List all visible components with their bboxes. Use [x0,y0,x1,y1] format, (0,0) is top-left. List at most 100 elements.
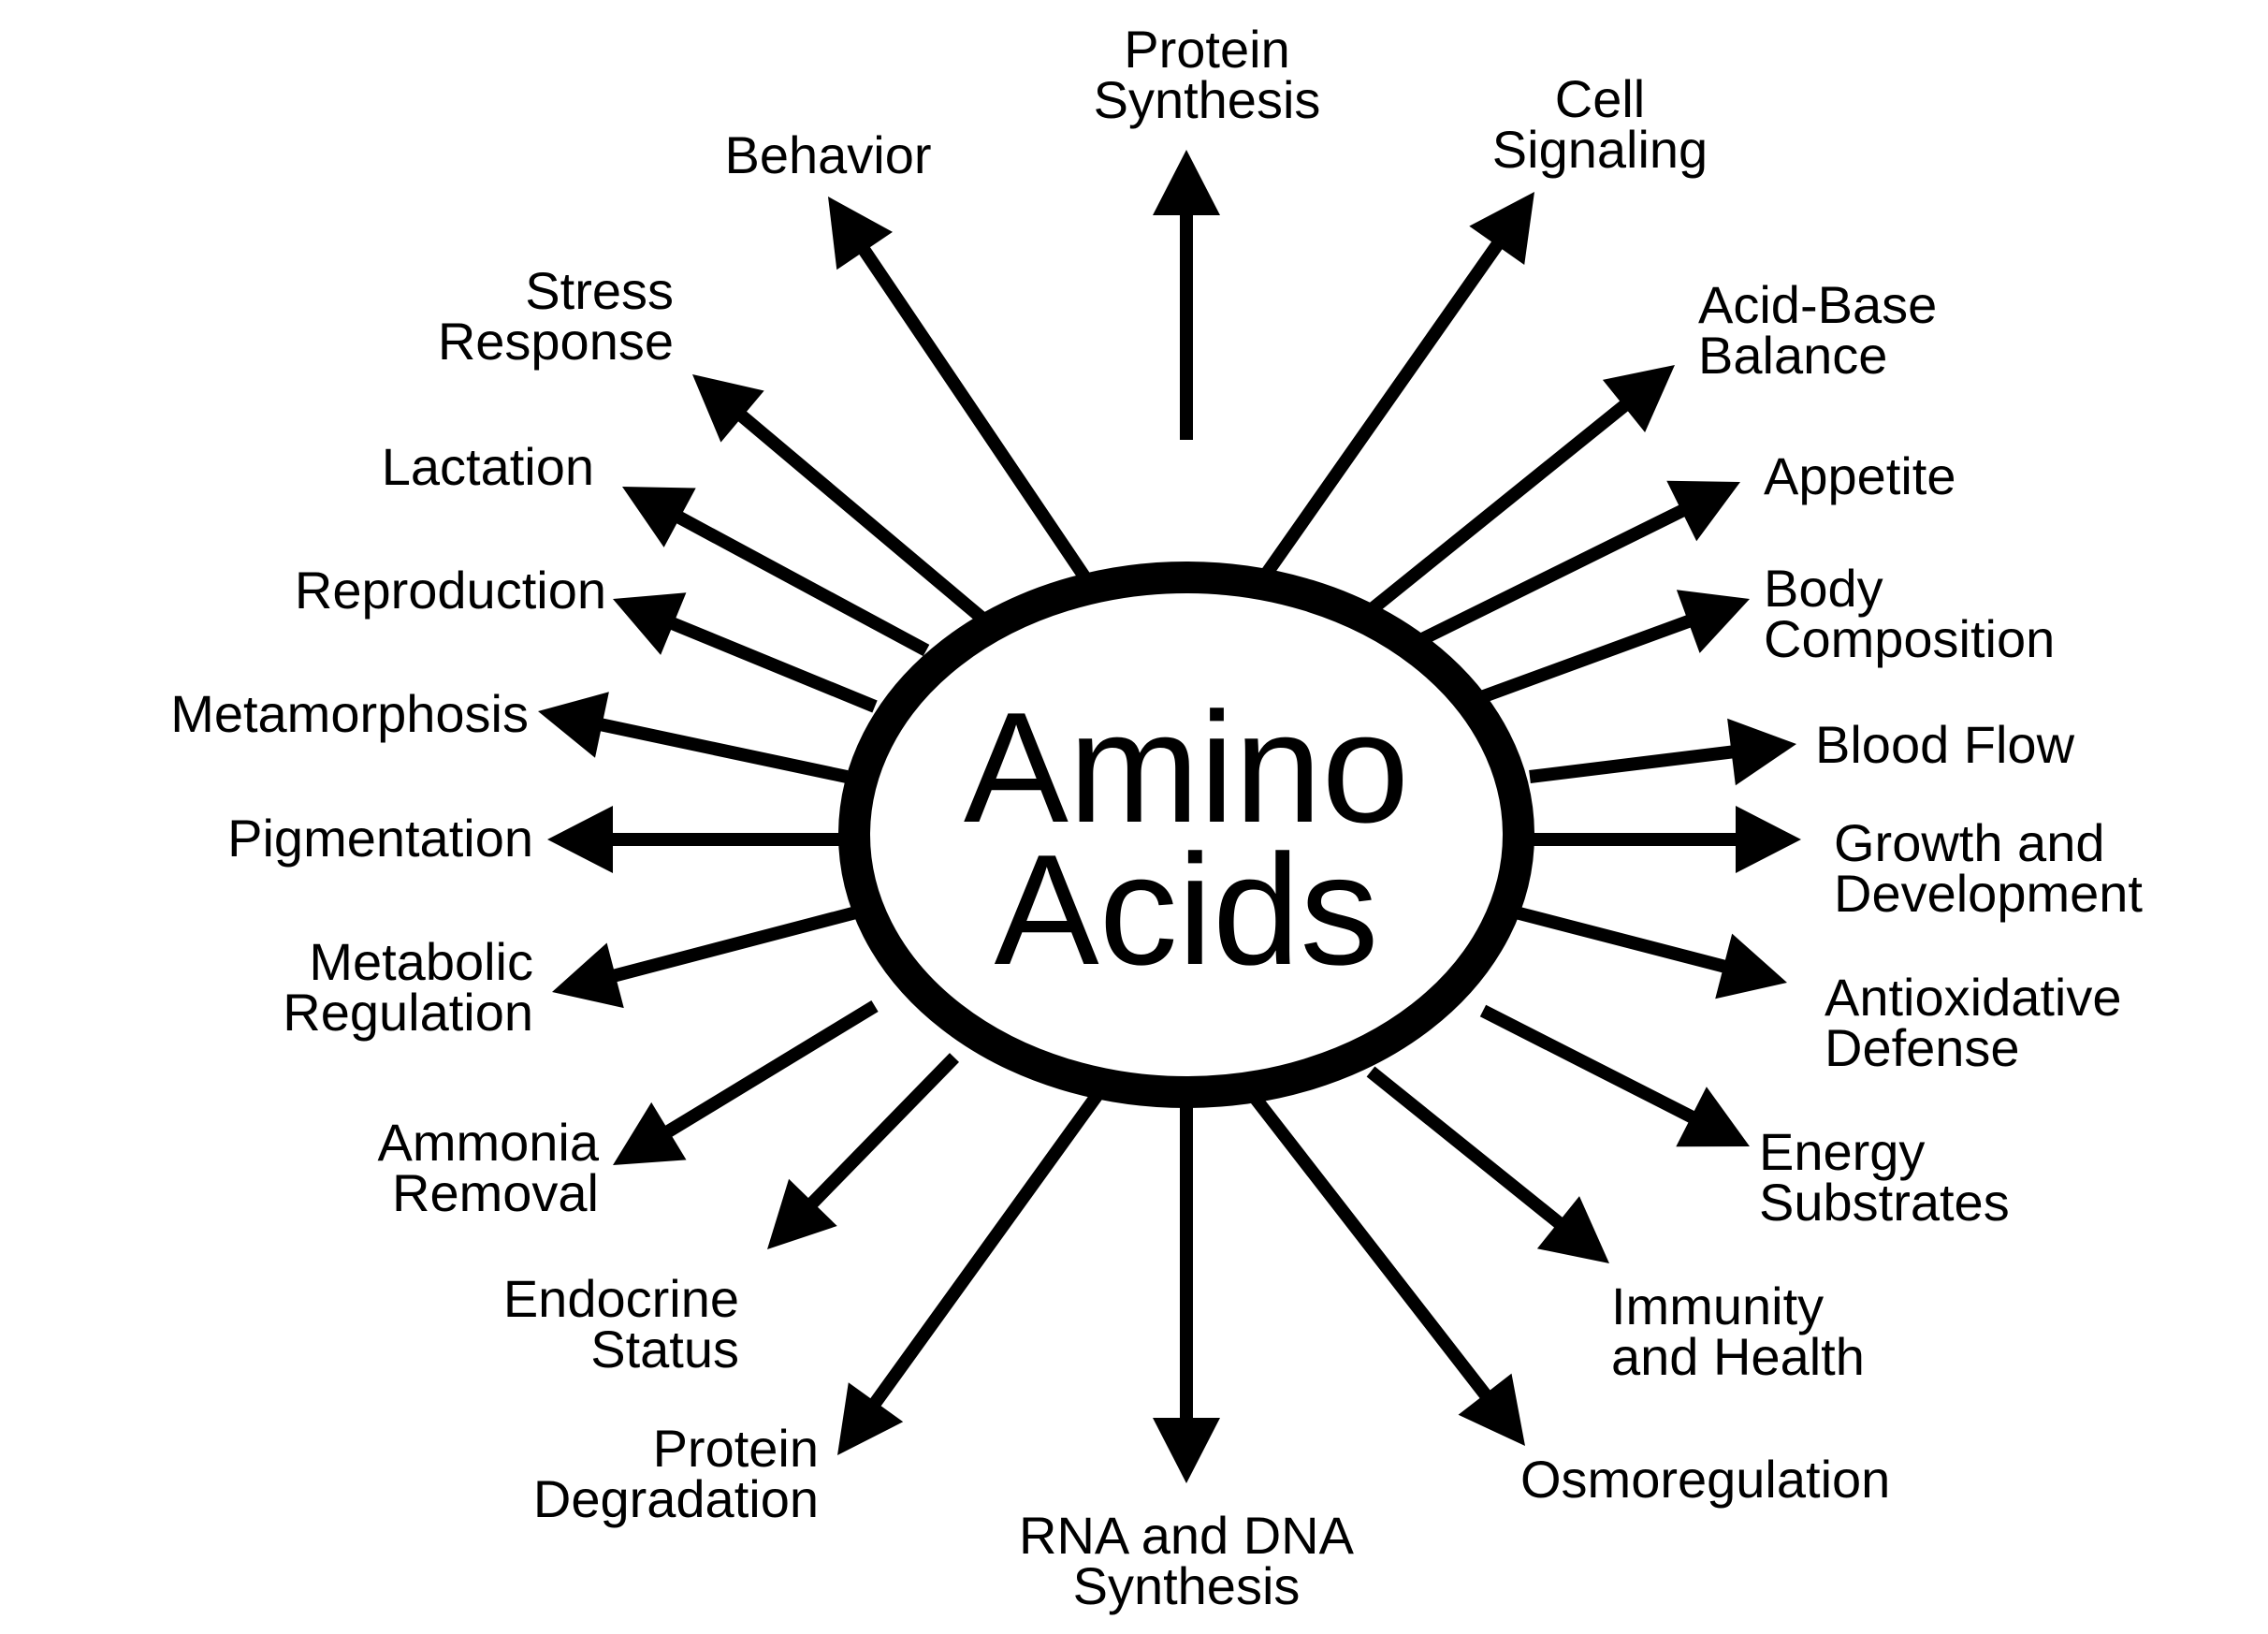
label-stress-response-line-1: Stress [525,261,674,320]
arrow-shaft-lactation [672,509,930,657]
label-ammonia-removal-line-1: Ammonia [377,1113,599,1172]
arrow-shaft-osmoregulation [1243,1086,1494,1403]
label-metabolic-regulation-line-2: Regulation [283,983,533,1042]
label-endocrine-status-line-1: Endocrine [503,1269,739,1328]
arrow-head-endocrine-status [767,1178,837,1249]
arrow-head-growth-and-development [1736,806,1801,873]
arrow-shaft-endocrine-status [804,1053,960,1212]
label-cell-signaling-line-2: Signaling [1492,120,1708,179]
arrow-shaft-immunity-and-health [1366,1066,1567,1232]
arrow-head-pigmentation [547,806,613,873]
label-immunity-and-health-line-1: Immunity [1611,1277,1824,1335]
arrow-shaft-reproduction [665,615,878,713]
label-immunity-and-health-line-2: and Health [1611,1327,1865,1386]
label-energy-substrates-line-2: Substrates [1759,1173,2010,1232]
label-growth-and-development-line-2: Development [1834,864,2143,923]
label-body-composition-line-1: Body [1764,559,1883,618]
arrow-shaft-appetite [1409,503,1690,650]
label-cell-signaling-line-1: Cell [1555,69,1645,128]
arrow-head-behavior [828,197,893,270]
label-antioxidative-defense-line-2: Defense [1825,1018,2020,1077]
label-osmoregulation-line-1: Osmoregulation [1520,1450,1890,1509]
arrow-head-reproduction [613,592,687,655]
arrow-head-lactation [622,487,696,547]
arrow-head-appetite [1666,480,1740,542]
arrow-head-energy-substrates [1676,1087,1750,1147]
label-protein-synthesis-line-2: Synthesis [1094,70,1321,129]
center-title-line-2: Acids [995,822,1379,998]
arrow-shaft-stress-response [734,407,992,628]
arrow-head-metamorphosis [538,692,609,758]
arrow-head-rna-and-dna-synthesis [1153,1418,1220,1483]
label-blood-flow: Blood Flow [1815,715,2075,774]
arrow-shaft-ammonia-removal [661,1000,879,1140]
arrow-head-immunity-and-health [1536,1196,1609,1263]
label-pigmentation: Pigmentation [227,809,533,868]
center-ellipse [838,562,1534,1108]
label-energy-substrates-line-1: Energy [1759,1122,1925,1181]
label-growth-and-development-line-1: Growth and [1834,813,2105,872]
label-metabolic-regulation-line-1: Metabolic [309,932,533,991]
label-antioxidative-defense-line-1: Antioxidative [1825,968,2122,1027]
arrow-head-metabolic-regulation [552,942,624,1009]
label-protein-synthesis-line-1: Protein [1124,20,1289,79]
label-protein-degradation-line-1: Protein [653,1419,819,1478]
arrow-shaft-blood-flow [1529,744,1738,783]
arrow-shaft-body-composition [1471,613,1696,707]
center-title-line-1: Amino [964,679,1409,855]
label-rna-and-dna-synthesis-line-1: RNA and DNA [1019,1506,1355,1565]
label-metamorphosis-line-1: Metamorphosis [170,684,529,743]
arrow-shaft-cell-signaling [1258,237,1505,583]
arrow-shaft-acid-base-balance [1366,397,1633,616]
label-rna-and-dna-synthesis-line-2: Synthesis [1073,1556,1301,1615]
label-blood-flow-line-1: Blood Flow [1815,715,2075,774]
arrow-shaft-energy-substrates [1479,1004,1700,1126]
arrow-head-blood-flow [1727,718,1796,786]
label-stress-response-line-2: Response [438,312,674,371]
arrow-shaft-metamorphosis [595,717,849,783]
label-lactation-line-1: Lactation [382,437,594,496]
arrow-head-ammonia-removal [613,1101,687,1165]
arrow-head-stress-response [692,374,764,443]
label-osmoregulation: Osmoregulation [1520,1450,1890,1509]
arrow-head-cell-signaling [1469,192,1534,265]
arrow-head-protein-synthesis [1153,150,1220,215]
label-pigmentation-line-1: Pigmentation [227,809,533,868]
label-acid-base-balance-line-1: Acid-Base [1698,275,1937,334]
arrow-head-osmoregulation [1458,1373,1525,1446]
label-acid-base-balance-line-2: Balance [1698,326,1887,385]
label-reproduction-line-1: Reproduction [295,561,606,620]
arrow-shaft-protein-degradation [866,1081,1110,1411]
label-ammonia-removal-line-2: Removal [392,1163,599,1222]
label-lactation: Lactation [382,437,594,496]
arrow-head-acid-base-balance [1602,365,1675,432]
label-behavior-line-1: Behavior [724,125,931,184]
label-body-composition-line-2: Composition [1764,609,2055,668]
label-appetite: Appetite [1764,446,1956,505]
label-endocrine-status-line-2: Status [590,1320,739,1379]
arrow-head-protein-degradation [837,1382,904,1455]
label-appetite-line-1: Appetite [1764,446,1956,505]
arrow-shaft-metabolic-regulation [608,906,858,984]
label-reproduction: Reproduction [295,561,606,620]
label-protein-degradation-line-2: Degradation [533,1469,819,1528]
label-metamorphosis: Metamorphosis [170,684,529,743]
arrow-head-antioxidative-defense [1715,933,1787,999]
arrow-shaft-behavior [855,242,1096,589]
arrows-layer [538,150,1801,1483]
arrow-head-body-composition [1676,590,1750,653]
